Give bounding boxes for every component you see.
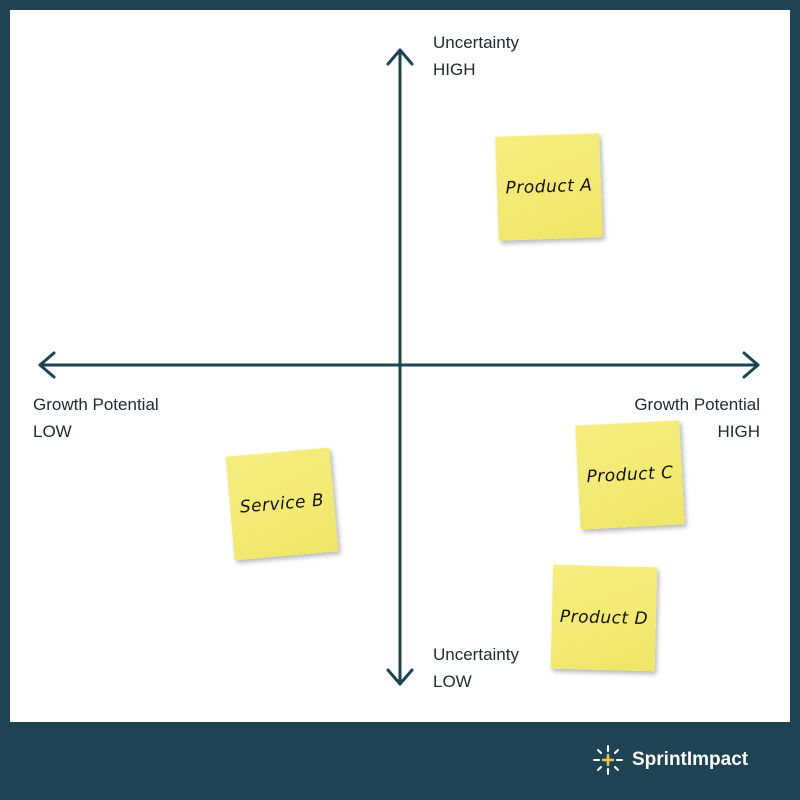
y-axis-low-label: Uncertainty LOW (433, 641, 519, 695)
y-axis-high-level: HIGH (433, 60, 476, 79)
y-axis-high-title: Uncertainty (433, 33, 519, 52)
brand-name: SprintImpact (632, 749, 749, 770)
x-axis-low-level: LOW (33, 422, 72, 441)
x-axis-arrow-right (742, 351, 760, 379)
y-axis-arrow-top (386, 48, 414, 66)
y-axis-low-title: Uncertainty (433, 645, 519, 664)
matrix-canvas: Uncertainty HIGH Uncertainty LOW Growth … (10, 10, 790, 722)
sticky-note-label: Product A (505, 175, 593, 199)
sticky-note-label: Service B (239, 490, 325, 518)
x-axis-low-title: Growth Potential (33, 395, 159, 414)
y-axis-high-label: Uncertainty HIGH (433, 29, 519, 83)
sparkle-icon (593, 745, 623, 775)
x-axis-high-level: HIGH (717, 422, 761, 441)
sticky-note-service-b[interactable]: Service B (225, 447, 339, 561)
x-axis-high-label: Growth Potential HIGH (634, 391, 760, 445)
x-axis-high-title: Growth Potential (634, 395, 760, 414)
x-axis-arrow-left (38, 351, 56, 379)
sticky-note-product-a[interactable]: Product A (495, 133, 603, 241)
sticky-note-product-d[interactable]: Product D (550, 564, 658, 672)
y-axis-arrow-bottom (386, 668, 414, 686)
sticky-note-product-c[interactable]: Product C (575, 420, 685, 530)
axes (38, 48, 760, 686)
x-axis-low-label: Growth Potential LOW (33, 391, 159, 445)
sticky-note-label: Product C (586, 462, 674, 488)
brand-logo: SprintImpact (592, 744, 748, 776)
y-axis-low-level: LOW (433, 672, 472, 691)
sticky-note-label: Product D (559, 606, 649, 630)
